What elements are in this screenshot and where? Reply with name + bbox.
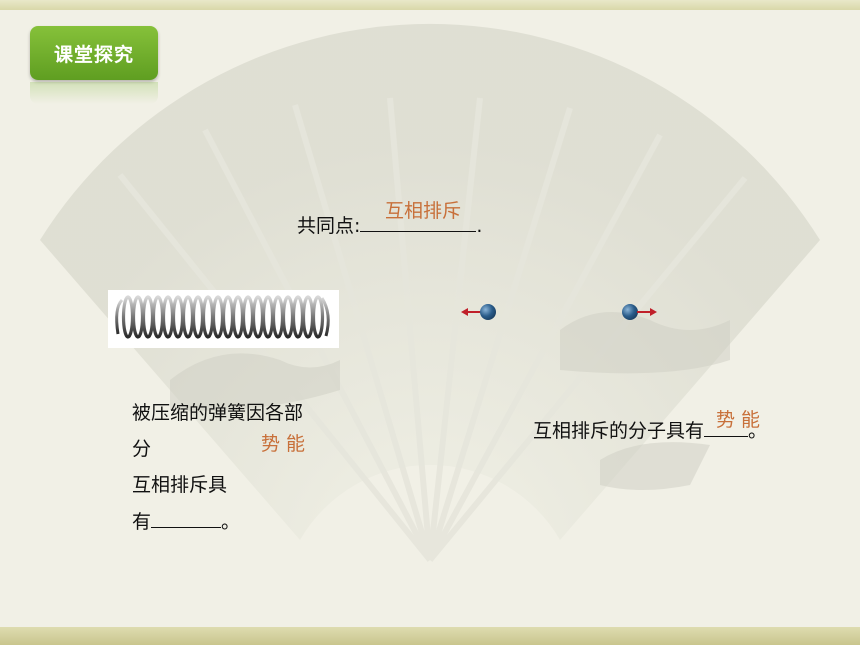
molecule-ball-left bbox=[480, 304, 496, 320]
compressed-spring-image bbox=[108, 290, 339, 348]
common-point-answer: 互相排斥 bbox=[385, 200, 462, 222]
section-badge-reflection bbox=[30, 82, 158, 104]
spring-text-line-4-suffix: 。 bbox=[221, 511, 241, 533]
section-badge: 课堂探究 bbox=[30, 26, 158, 80]
spring-text-line-1: 被压缩的弹簧因各部 bbox=[132, 402, 304, 424]
spring-text-line-2: 分 bbox=[132, 438, 152, 460]
spring-coil-icon bbox=[115, 295, 330, 339]
molecule-ball-right bbox=[622, 304, 638, 320]
repulsion-arrow-left bbox=[466, 311, 482, 313]
spring-text-line-3: 互相排斥具 bbox=[132, 474, 228, 496]
common-point-suffix: . bbox=[476, 215, 483, 237]
molecule-text-prefix: 互相排斥的分子具有 bbox=[533, 420, 705, 442]
common-point-line: 共同点:. bbox=[297, 211, 482, 238]
common-point-blank bbox=[360, 230, 477, 232]
common-point-prefix: 共同点: bbox=[297, 215, 361, 237]
molecule-blank bbox=[704, 435, 749, 437]
top-border-bar bbox=[0, 0, 860, 10]
arrow-head-left-icon bbox=[461, 308, 468, 316]
molecule-answer: 势 能 bbox=[716, 409, 761, 431]
spring-text-line-4: 有。 bbox=[132, 507, 240, 534]
spring-answer: 势 能 bbox=[261, 433, 306, 455]
arrow-head-right-icon bbox=[650, 308, 657, 316]
section-badge-label: 课堂探究 bbox=[53, 43, 134, 66]
bottom-border-bar bbox=[0, 627, 860, 645]
molecule-text-suffix: 。 bbox=[748, 420, 768, 442]
spring-blank bbox=[151, 526, 222, 528]
repulsion-arrow-right bbox=[637, 311, 651, 313]
molecule-text-line: 互相排斥的分子具有 。 bbox=[533, 416, 767, 443]
spring-text-line-4-prefix: 有 bbox=[132, 511, 152, 533]
